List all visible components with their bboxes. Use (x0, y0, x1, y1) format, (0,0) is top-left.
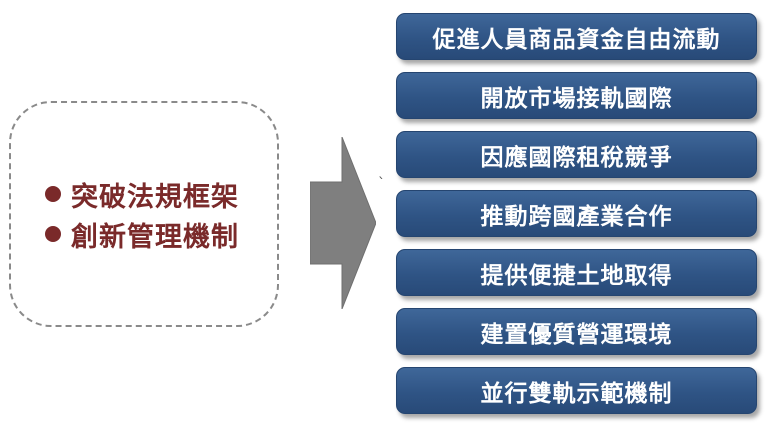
box-item-1: 促進人員商品資金自由流動 (396, 13, 757, 60)
bullet-item-label: 創新管理機制 (71, 221, 239, 253)
bullet-item-2: 創新管理機制 (45, 214, 239, 254)
bullet-dot-icon (45, 226, 61, 242)
bullet-list: 突破法規框架 創新管理機制 (45, 174, 239, 254)
bullet-item-1: 突破法規框架 (45, 174, 239, 214)
stray-tick-mark: ` (378, 176, 385, 192)
box-item-5: 提供便捷土地取得 (396, 249, 757, 296)
box-item-4: 推動跨國產業合作 (396, 190, 757, 237)
bullet-item-label: 突破法規框架 (71, 181, 239, 213)
box-item-7: 並行雙軌示範機制 (396, 367, 757, 414)
left-dashed-box (9, 101, 279, 327)
box-item-2: 開放市場接軌國際 (396, 72, 757, 119)
bullet-dot-icon (45, 186, 61, 202)
box-item-6: 建置優質營運環境 (396, 308, 757, 355)
box-item-3: 因應國際租稅競爭 (396, 131, 757, 178)
right-arrow-icon (310, 137, 376, 309)
